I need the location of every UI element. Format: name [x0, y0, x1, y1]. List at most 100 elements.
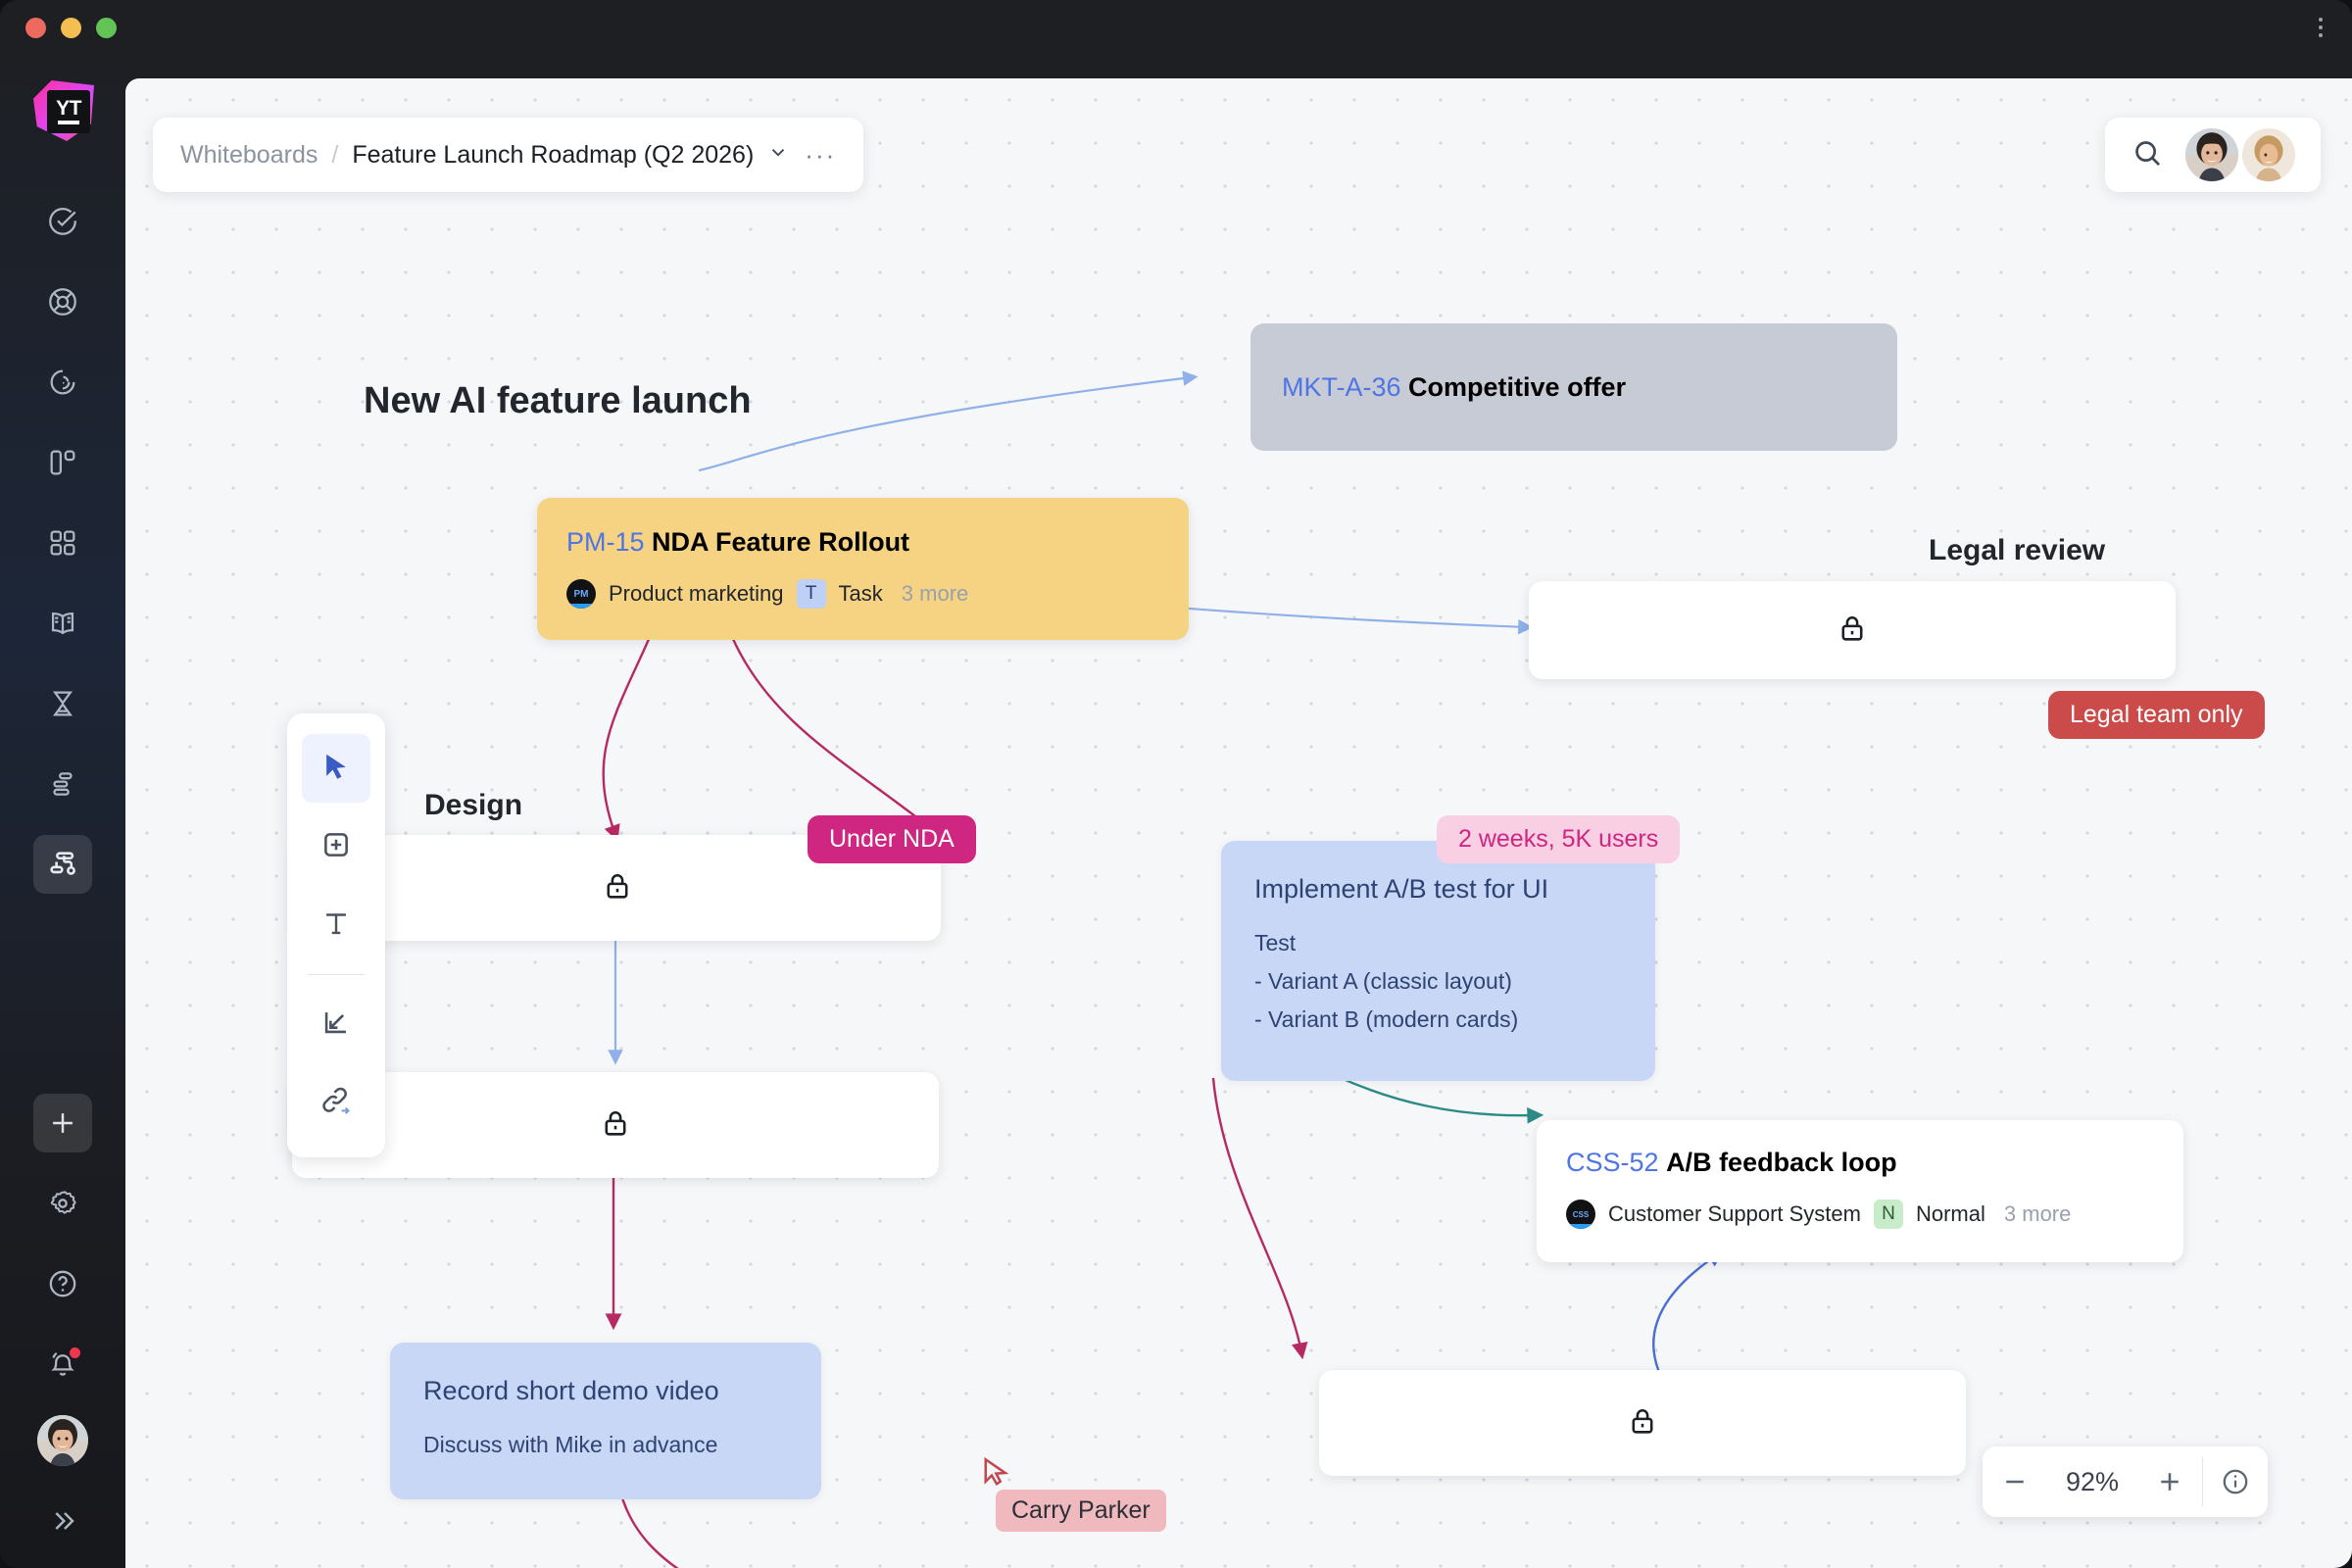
issue-key[interactable]: PM-15 [566, 527, 645, 557]
close-window-button[interactable] [25, 17, 46, 38]
maximize-window-button[interactable] [96, 17, 117, 38]
question-circle-icon [46, 1267, 79, 1300]
plus-icon [46, 1106, 79, 1140]
note-line-2: - Variant A (classic layout) [1254, 968, 1512, 994]
note-line-3: - Variant B (modern cards) [1254, 1006, 1519, 1032]
sidebar-item-gantt-charts[interactable] [33, 755, 92, 813]
collaborator-avatar-2[interactable] [2242, 128, 2295, 181]
issue-key[interactable]: CSS-52 [1566, 1148, 1659, 1177]
collaborator-cursor-label: Carry Parker [996, 1490, 1166, 1532]
lock-icon [599, 1106, 632, 1145]
notifications-button[interactable] [33, 1335, 92, 1394]
sidebar-item-whiteboards[interactable] [33, 835, 92, 894]
cursor-icon [321, 751, 351, 787]
hourglass-icon [46, 687, 79, 720]
zoom-out-button[interactable] [1983, 1446, 2047, 1517]
zoom-control: 92% [1983, 1446, 2268, 1517]
locked-card-bottom[interactable] [1319, 1370, 1966, 1476]
pulse-icon [46, 366, 79, 399]
issue-summary: A/B feedback loop [1666, 1148, 1897, 1177]
sidebar-item-knowledge-base[interactable] [33, 594, 92, 653]
locked-card-design-2[interactable] [292, 1072, 939, 1178]
issue-key[interactable]: MKT-A-36 [1282, 372, 1401, 402]
note-card-demo-video[interactable]: Record short demo video Discuss with Mik… [390, 1343, 821, 1499]
lifebuoy-icon [46, 285, 79, 318]
plus-square-icon [319, 828, 353, 866]
project-avatar: CSS [1566, 1200, 1595, 1229]
link-tool[interactable] [302, 1068, 370, 1137]
sidebar-item-agile-boards[interactable] [33, 433, 92, 492]
user-avatar[interactable] [37, 1415, 88, 1466]
gantt-icon [46, 767, 79, 801]
palette-divider [308, 974, 365, 975]
sidebar-item-timesheets[interactable] [33, 674, 92, 733]
check-circle-icon [46, 205, 79, 238]
heading-design: Design [424, 789, 523, 821]
note-line-1: Discuss with Mike in advance [423, 1432, 718, 1457]
locked-card-legal[interactable] [1529, 581, 2176, 679]
import-tool[interactable] [302, 990, 370, 1058]
badge-under-nda[interactable]: Under NDA [808, 815, 976, 863]
breadcrumb-separator: / [331, 140, 339, 169]
expand-sidebar-button[interactable] [33, 1492, 92, 1550]
add-card-tool[interactable] [302, 812, 370, 881]
traffic-lights [25, 17, 117, 38]
issue-meta: CSS Customer Support System N Normal 3 m… [1566, 1200, 2154, 1229]
lock-icon [1836, 612, 1869, 650]
help-button[interactable] [33, 1254, 92, 1313]
breadcrumb-root[interactable]: Whiteboards [180, 140, 318, 169]
youtrack-logo[interactable]: YT [25, 76, 100, 151]
select-tool[interactable] [302, 734, 370, 803]
heading-legal-review: Legal review [1929, 534, 2106, 566]
issue-summary: NDA Feature Rollout [652, 527, 910, 557]
logo-text: YT [47, 90, 90, 133]
sidebar-item-dashboards[interactable] [33, 514, 92, 572]
issue-card-mkt-a-36[interactable]: MKT-A-36 Competitive offer [1250, 323, 1897, 451]
info-button[interactable] [2203, 1446, 2268, 1517]
note-line-1: Test [1254, 930, 1297, 956]
project-name: Product marketing [609, 581, 784, 606]
heading-new-ai-feature-launch: New AI feature launch [364, 380, 752, 421]
zoom-in-button[interactable] [2137, 1446, 2202, 1517]
header-actions [2105, 118, 2321, 192]
zoom-level[interactable]: 92% [2065, 1466, 2120, 1496]
text-tool[interactable] [302, 891, 370, 959]
chevron-down-icon[interactable] [767, 141, 789, 169]
settings-button[interactable] [33, 1174, 92, 1233]
note-title: Implement A/B test for UI [1254, 874, 1549, 904]
minimize-window-button[interactable] [61, 17, 81, 38]
sidebar-item-issues[interactable] [33, 192, 92, 251]
more-fields-link[interactable]: 3 more [901, 581, 969, 606]
page-title[interactable]: Feature Launch Roadmap (Q2 2026) [352, 140, 755, 169]
issue-type: Task [838, 581, 883, 606]
grid-icon [46, 526, 79, 560]
collaborator-cursor [982, 1456, 1011, 1494]
badge-ab-metric[interactable]: 2 weeks, 5K users [1437, 815, 1681, 863]
breadcrumb: Whiteboards / Feature Launch Roadmap (Q2… [153, 118, 864, 192]
sidebar-item-helpdesk[interactable] [33, 272, 92, 331]
whiteboard-canvas[interactable]: Whiteboards / Feature Launch Roadmap (Q2… [125, 78, 2352, 1568]
collaborator-avatar-1[interactable] [2185, 128, 2238, 181]
search-icon[interactable] [2131, 136, 2164, 174]
project-name: Customer Support System [1608, 1201, 1861, 1226]
note-card-ab-test[interactable]: Implement A/B test for UI Test - Variant… [1221, 841, 1655, 1081]
issue-type-chip: T [796, 579, 826, 609]
lock-icon [601, 869, 634, 907]
bell-icon [46, 1348, 80, 1381]
more-fields-link[interactable]: 3 more [2003, 1201, 2072, 1226]
text-icon [319, 906, 353, 945]
create-button[interactable] [33, 1094, 92, 1152]
issue-card-pm-15[interactable]: PM-15 NDA Feature Rollout PM Product mar… [537, 498, 1189, 640]
board-more-menu[interactable]: ··· [805, 139, 837, 170]
sidebar-item-reports[interactable] [33, 353, 92, 412]
project-avatar: PM [566, 579, 596, 609]
app-sidebar: YT [0, 55, 125, 1568]
issue-card-css-52[interactable]: CSS-52 A/B feedback loop CSS Customer Su… [1537, 1120, 2183, 1262]
kebab-vertical-icon[interactable] [2319, 18, 2323, 37]
link-arrow-icon [318, 1083, 354, 1123]
issue-priority: Normal [1915, 1201, 1985, 1226]
tool-palette [287, 713, 385, 1157]
badge-legal-team-only[interactable]: Legal team only [2048, 691, 2265, 739]
lock-icon [1626, 1404, 1659, 1443]
zoom-divider [2202, 1457, 2203, 1506]
